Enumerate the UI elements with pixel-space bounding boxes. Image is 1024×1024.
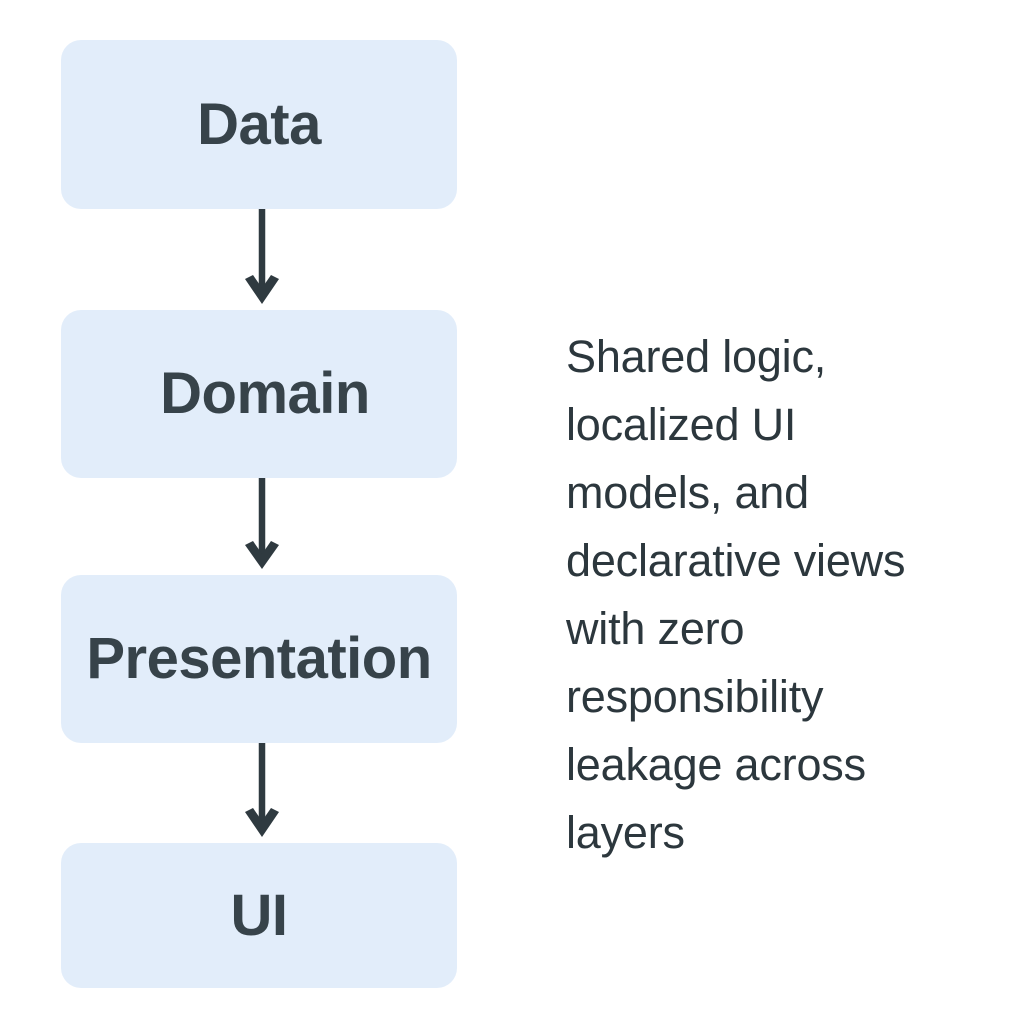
layer-box-ui-label: UI [230,882,289,948]
layer-box-presentation[interactable]: Presentation [61,575,457,743]
layer-box-data-label: Data [197,91,321,157]
description-paragraph: Shared logic, localized UI models, and d… [566,331,906,858]
layer-box-domain[interactable]: Domain [61,310,457,478]
down-arrow-icon-domain-to-presentation [239,478,285,575]
layer-box-ui[interactable]: UI [61,843,457,988]
down-arrow-icon-presentation-to-ui [239,743,285,843]
layer-box-data[interactable]: Data [61,40,457,209]
layer-box-presentation-label: Presentation [86,626,432,691]
down-arrow-icon-data-to-domain [239,209,285,310]
layer-box-domain-label: Domain [160,361,370,426]
layer-stack: Data Domain Presentation [61,40,457,988]
